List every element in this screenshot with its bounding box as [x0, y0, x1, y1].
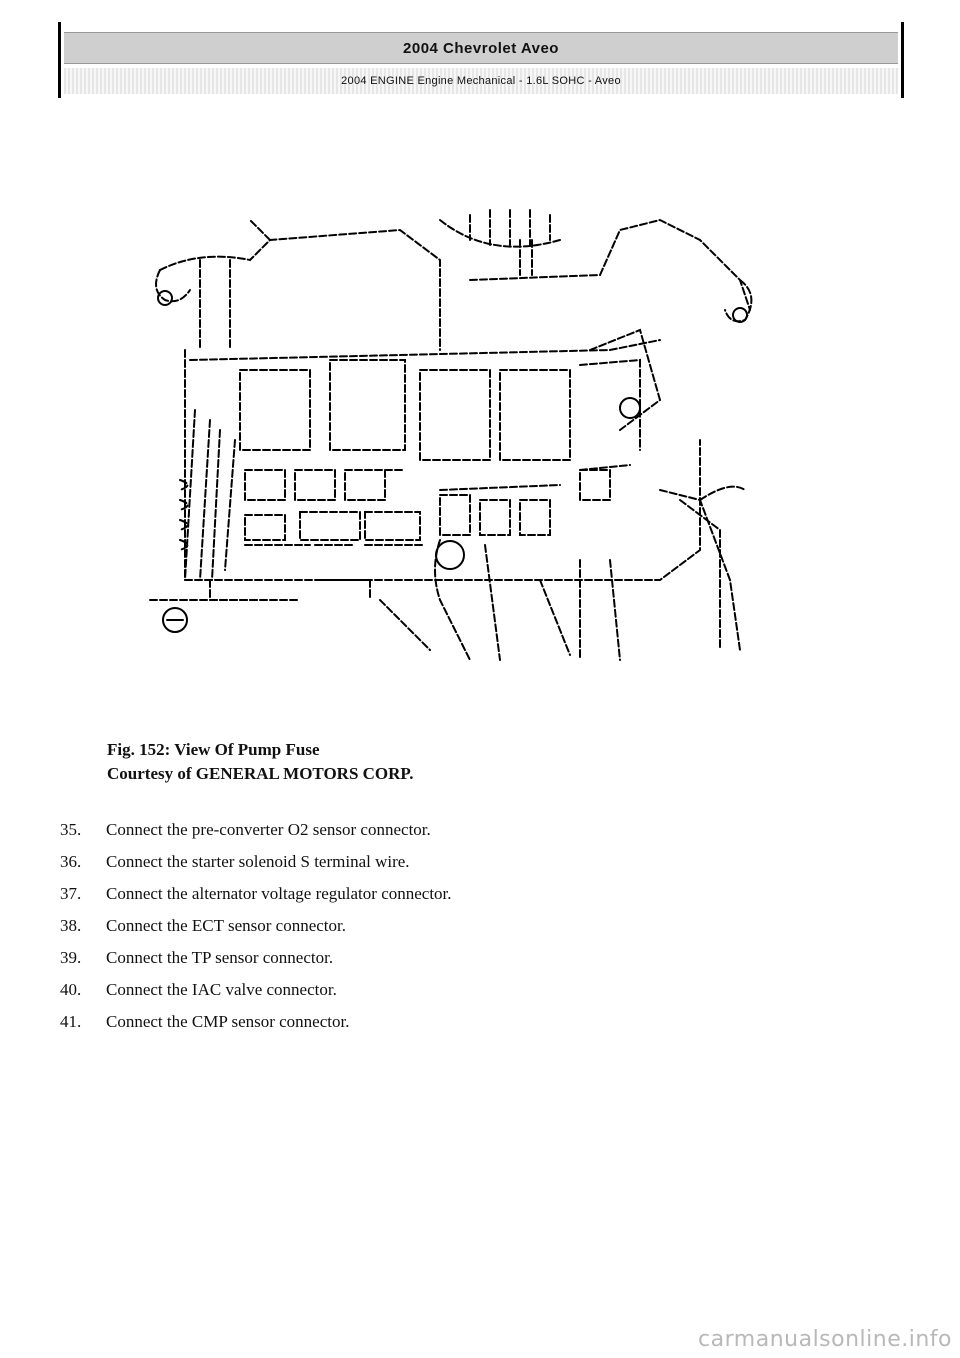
step-number: 37. [60, 884, 82, 903]
header-left-rule [58, 22, 61, 98]
header-subtitle-bar: 2004 ENGINE Engine Mechanical - 1.6L SOH… [64, 68, 898, 94]
step-item: 40. Connect the IAC valve connector. [60, 974, 452, 1006]
step-item: 37. Connect the alternator voltage regula… [60, 878, 452, 910]
figure-caption: Fig. 152: View Of Pump Fuse Courtesy of … [107, 738, 414, 786]
step-number: 36. [60, 852, 82, 871]
step-text: Connect the pre-converter O2 sensor conn… [106, 820, 431, 839]
step-number: 35. [60, 820, 82, 839]
step-number: 39. [60, 948, 82, 967]
figure-caption-title: Fig. 152: View Of Pump Fuse [107, 740, 320, 759]
step-item: 35. Connect the pre-converter O2 sensor c… [60, 814, 452, 846]
document-subtitle: 2004 ENGINE Engine Mechanical - 1.6L SOH… [341, 75, 621, 87]
header-title-bar: 2004 Chevrolet Aveo [64, 32, 898, 64]
step-text: Connect the IAC valve connector. [106, 980, 337, 999]
figure-caption-credit: Courtesy of GENERAL MOTORS CORP. [107, 764, 414, 783]
page-header: 2004 Chevrolet Aveo 2004 ENGINE Engine M… [58, 22, 904, 98]
step-text: Connect the alternator voltage regulator… [106, 884, 452, 903]
step-item: 36. Connect the starter solenoid S termin… [60, 846, 452, 878]
step-text: Connect the CMP sensor connector. [106, 1012, 350, 1031]
procedure-steps: 35. Connect the pre-converter O2 sensor c… [60, 814, 452, 1038]
site-watermark: carmanualsonline.info [698, 1327, 952, 1352]
step-item: 39. Connect the TP sensor connector. [60, 942, 452, 974]
step-number: 38. [60, 916, 82, 935]
header-right-rule [901, 22, 904, 98]
step-text: Connect the ECT sensor connector. [106, 916, 346, 935]
document-title: 2004 Chevrolet Aveo [403, 39, 559, 57]
step-number: 40. [60, 980, 82, 999]
fuse-box-line-drawing [149, 209, 753, 661]
step-text: Connect the starter solenoid S terminal … [106, 852, 410, 871]
step-item: 41. Connect the CMP sensor connector. [60, 1006, 452, 1038]
step-text: Connect the TP sensor connector. [106, 948, 334, 967]
step-number: 41. [60, 1012, 82, 1031]
fuse-box-illustration [140, 200, 780, 670]
step-item: 38. Connect the ECT sensor connector. [60, 910, 452, 942]
